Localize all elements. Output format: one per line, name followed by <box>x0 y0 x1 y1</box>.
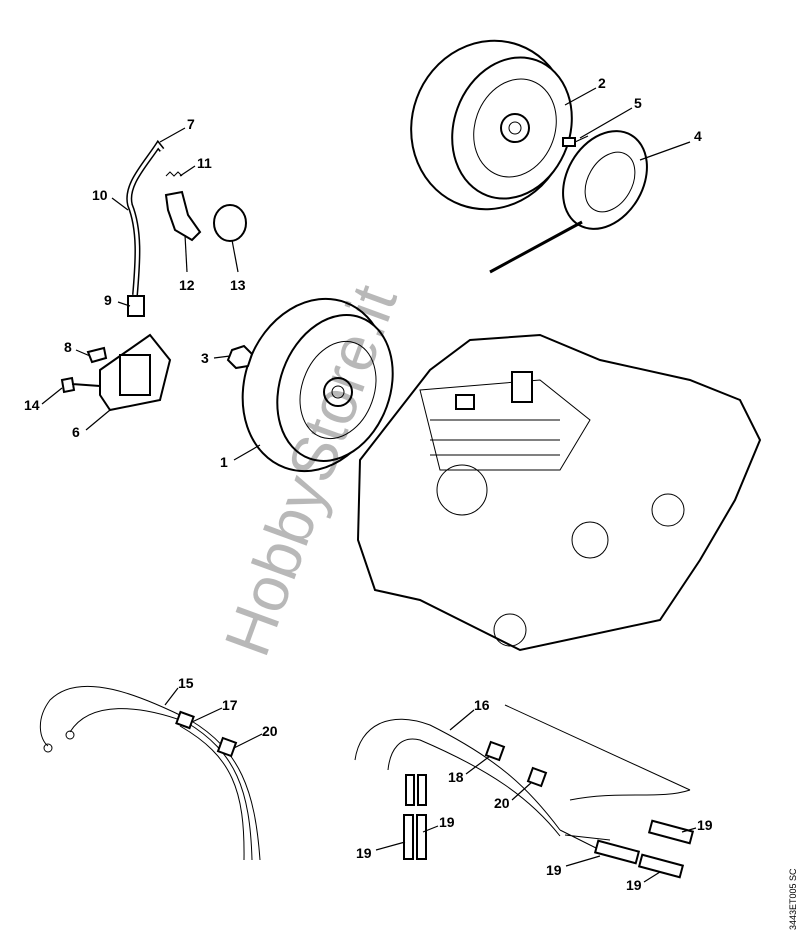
screw-part <box>562 135 589 147</box>
callout-2: 2 <box>598 75 606 91</box>
spark-plug-boot-part <box>164 190 202 242</box>
callout-4: 4 <box>694 128 702 144</box>
grommet-part <box>127 295 145 317</box>
coil-part <box>119 354 151 396</box>
trigger-ring-part <box>489 130 648 274</box>
engine-crankcase-part <box>356 333 762 652</box>
callout-20: 20 <box>494 795 510 811</box>
callout-18: 18 <box>448 769 464 785</box>
callout-3: 3 <box>201 350 209 366</box>
screw-part <box>60 376 101 394</box>
callout-10: 10 <box>92 187 108 203</box>
callout-12: 12 <box>179 277 195 293</box>
drawing-code: 3443ET005 SC <box>788 868 798 930</box>
callout-6: 6 <box>72 424 80 440</box>
callout-19: 19 <box>546 862 562 878</box>
wiring-harness-left-part <box>39 685 261 861</box>
callout-8: 8 <box>64 339 72 355</box>
callout-19: 19 <box>697 817 713 833</box>
spring-part <box>165 171 183 177</box>
leader-lines <box>41 87 697 883</box>
wiring-harness-right-part <box>354 704 691 851</box>
callout-14: 14 <box>24 397 40 413</box>
clip-part <box>86 346 108 364</box>
callout-19: 19 <box>356 845 372 861</box>
flywheel-part <box>241 297 394 473</box>
callout-9: 9 <box>104 292 112 308</box>
callout-11: 11 <box>197 155 212 171</box>
callout-19: 19 <box>626 877 642 893</box>
callout-5: 5 <box>634 95 642 111</box>
callout-15: 15 <box>178 675 194 691</box>
insulating-sleeves-part <box>403 814 695 879</box>
callout-17: 17 <box>222 697 238 713</box>
callout-1: 1 <box>220 454 228 470</box>
callout-19: 19 <box>439 814 455 830</box>
callout-13: 13 <box>230 277 246 293</box>
cap-part <box>213 204 247 242</box>
callout-20: 20 <box>262 723 278 739</box>
nut-part <box>226 344 254 370</box>
flywheel-top-part <box>410 39 573 211</box>
callout-7: 7 <box>187 116 195 132</box>
callout-16: 16 <box>474 697 490 713</box>
